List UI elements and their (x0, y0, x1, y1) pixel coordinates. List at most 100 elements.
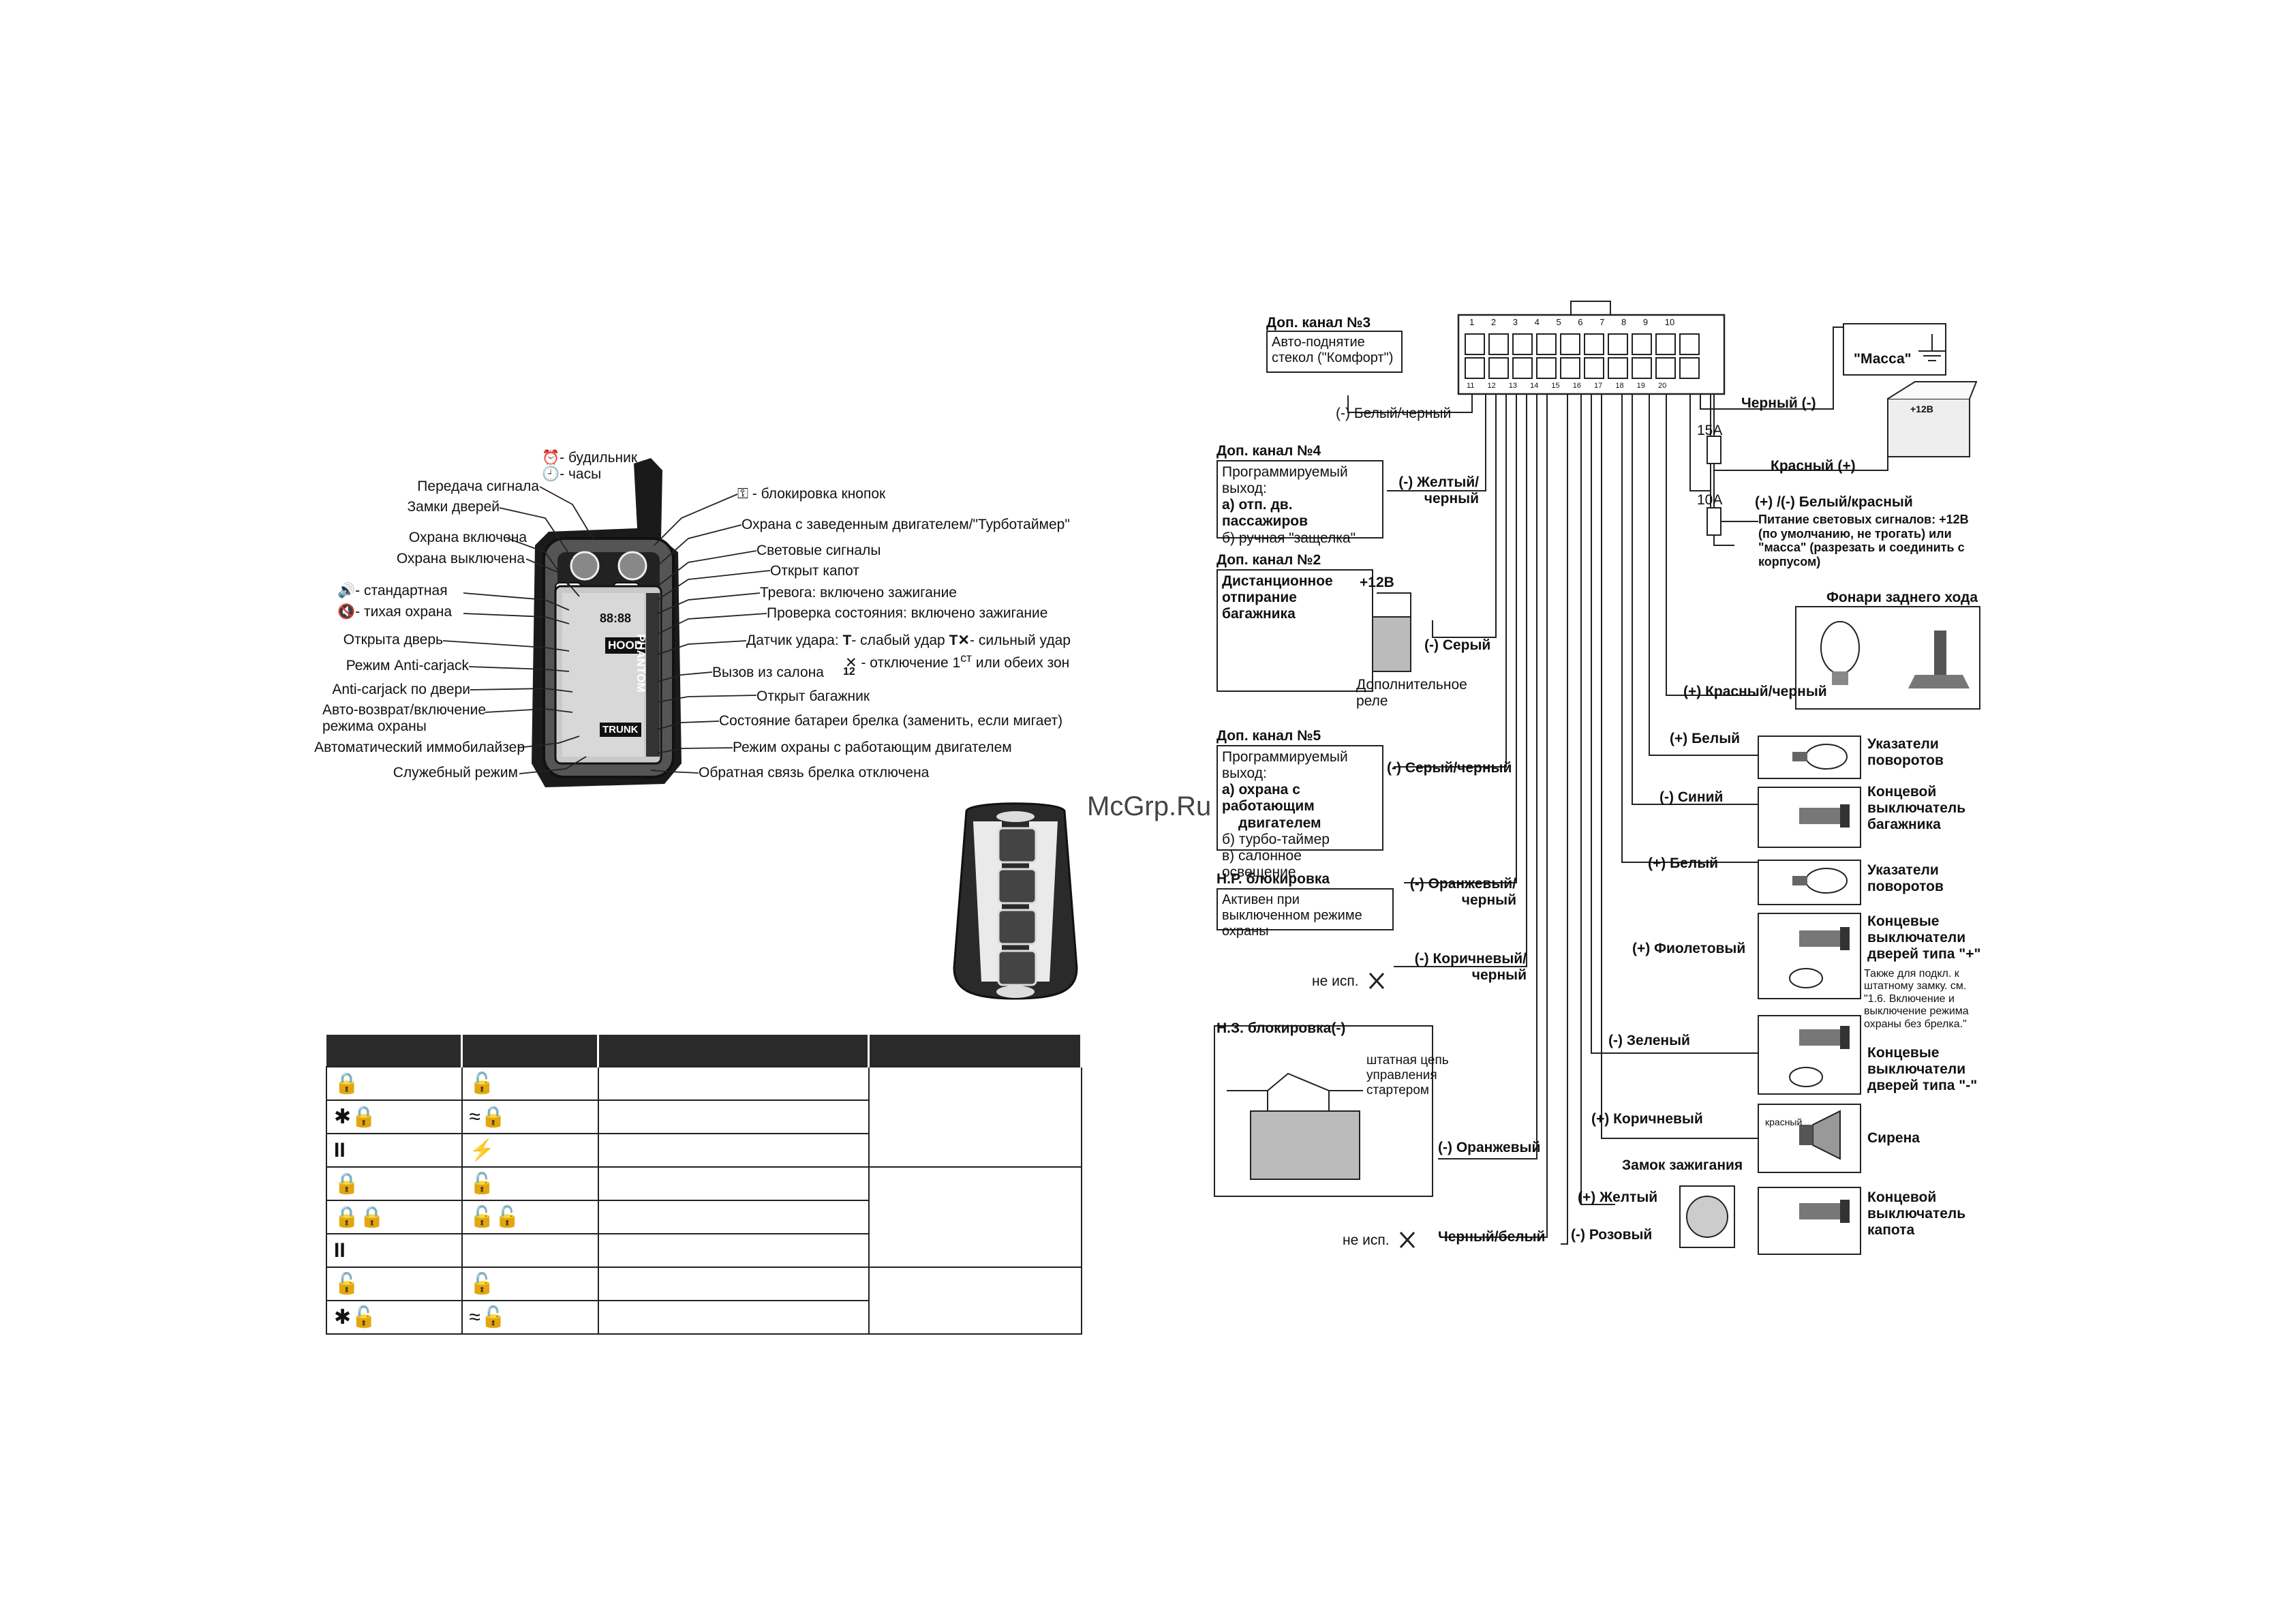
turn-signals-2: Указатели поворотов (1867, 862, 1944, 895)
np-title: Н.Р. блокировка (1216, 871, 1330, 887)
fob-label-button-lock: ⚿ - блокировка кнопок (737, 486, 886, 502)
small-fob-illustration (953, 802, 1078, 1000)
double-lock-outline-icon: 🔓🔓 (461, 1200, 599, 1234)
weak-shock-icon: T (842, 633, 852, 648)
fob-illustration (532, 458, 682, 787)
table-row: 🔒🔒 🔓🔓 (326, 1200, 1082, 1234)
fob-label-status-ign: Проверка состояния: включено зажигание (767, 605, 1048, 621)
lightning-icon: ⚡ (461, 1133, 599, 1168)
fob-label-alarm-clock: ⏰- будильник (542, 450, 638, 466)
mute-speaker-icon: 🔇 (337, 604, 356, 620)
door-switch-minus: Концевые выключатели дверей типа "-" (1867, 1045, 1978, 1094)
strong-shock-icon: T✕ (949, 633, 970, 648)
ch2-box: Дистанционное отпирание багажника (1216, 569, 1373, 692)
ground-label: "Масса" (1854, 351, 1912, 367)
fob-label-lights: Световые сигналы (756, 543, 881, 558)
fob-label-standard: 🔊- стандартная (337, 583, 448, 598)
double-bar-icon: II (326, 1133, 463, 1168)
star-unlock-icon: ✱🔓 (326, 1300, 463, 1335)
door-note: Также для подкл. к штатному замку. см. "… (1864, 968, 1969, 1030)
lock-icon: 🔒 (326, 1066, 463, 1101)
pin-numbers-bottom: 11 12 13 14 15 16 17 18 19 20 (1467, 382, 1667, 390)
not-used-1: не исп. (1312, 973, 1359, 989)
white-wire-1: (+) Белый (1670, 731, 1741, 746)
fob-label-hood-open: Открыт капот (770, 563, 859, 579)
not-used-marks (1368, 972, 1415, 1249)
fob-label-anticarjack-door: Anti-carjack по двери (332, 682, 470, 697)
black-white-wire: Черный/белый (1438, 1229, 1546, 1245)
fuse-10a: 10А (1697, 492, 1723, 508)
fob-label-locks: Замки дверей (407, 499, 500, 515)
pin-numbers-top: 1 2 3 4 5 6 7 8 9 10 (1469, 317, 1675, 327)
double-bar-icon: II (326, 1233, 463, 1268)
fob-label-turbotimer: Охрана с заведенным двигателем/"Турботай… (741, 517, 1070, 532)
brown-wire: (+) Коричневый (1591, 1111, 1703, 1127)
ch2-relay-note: Дополнительное реле (1356, 677, 1467, 710)
ch2-wire: (-) Серый (1424, 637, 1491, 653)
pink-wire: (-) Розовый (1571, 1227, 1653, 1243)
table-row: ✱🔓 ≈🔓 (326, 1300, 1082, 1335)
table-row: 🔒 🔓 (326, 1066, 1082, 1168)
reverse-lights-title: Фонари заднего хода (1826, 590, 1978, 605)
siren-red: красный (1765, 1117, 1803, 1127)
table-header (326, 1035, 1082, 1067)
brown-black-wire: (-) Коричневый/ черный (1414, 951, 1527, 984)
red-wire: Красный (+) (1771, 458, 1856, 474)
fob-screen-trunk: TRUNK (600, 723, 641, 738)
battery (1887, 381, 1978, 457)
violet-wire: (+) Фиолетовый (1632, 941, 1746, 956)
unlock-outline-icon: 🔓 (461, 1266, 599, 1301)
shock-off-icon: ✕ (845, 655, 857, 671)
fuses (1706, 394, 1888, 546)
fuse-15a: 15А (1697, 423, 1723, 438)
double-lock-icon: 🔒🔒 (326, 1200, 463, 1234)
key-icon: ⚿ (737, 486, 748, 502)
turn-signals-1: Указатели поворотов (1867, 736, 1944, 769)
wave-unlock-icon: ≈🔓 (461, 1300, 599, 1335)
fob-label-trunk-open: Открыт багажник (756, 688, 870, 704)
fob-label-cabin-call: Вызов из салона (712, 665, 824, 680)
main-connector (1457, 301, 1726, 395)
table-row: II ⚡ (326, 1133, 1082, 1168)
nz-title: Н.З. блокировка(-) (1216, 1020, 1346, 1036)
white-red-wire: (+) /(-) Белый/красный (1755, 494, 1913, 510)
table-row: ✱🔒 ≈🔒 (326, 1099, 1082, 1134)
fob-label-arm-off: Охрана выключена (396, 551, 525, 566)
np-wire: (-) Оранжевый/ черный (1409, 876, 1516, 909)
table-row: 🔒 🔓 (326, 1166, 1082, 1268)
fob-screen-digits: 88:88 (600, 611, 632, 625)
table-row: 🔓 🔓 (326, 1266, 1082, 1335)
white-wire-2: (+) Белый (1648, 855, 1719, 871)
nz-relay (1214, 1025, 1433, 1197)
ch5-box: Программируемый выход: а) охрана с работ… (1216, 745, 1383, 880)
fob-label-service: Служебный режим (393, 765, 518, 780)
fob-label-battery: Состояние батареи брелка (заменить, если… (719, 713, 1063, 729)
black-wire: Черный (-) (1741, 395, 1816, 411)
fob-label-anticarjack: Режим Anti-carjack (346, 658, 469, 673)
hood-switch: Концевой выключатель капота (1867, 1189, 1966, 1239)
fob-label-shock-off: ✕ - отключение 1ст или обеих зон (845, 651, 1070, 671)
ch3-title: Доп. канал №3 (1266, 315, 1371, 331)
ch2-title: Доп. канал №2 (1216, 552, 1321, 568)
fob-brand: PHANTOM (634, 634, 647, 693)
wave-lock-icon: ≈🔒 (461, 1099, 599, 1134)
speaker-icon: 🔊 (337, 583, 356, 598)
button-table: 🔒 🔓 ✱🔒 ≈🔒 II ⚡ 🔒 🔓 🔒🔒 🔓🔓 II (326, 1035, 1082, 1335)
fob-label-clock: 🕘- часы (542, 466, 602, 482)
alarm-clock-icon: ⏰ (542, 450, 560, 466)
ground-box (1843, 323, 1946, 376)
connector-wires (1347, 327, 1942, 1245)
not-used-2: не исп. (1343, 1232, 1390, 1248)
white-red-note: Питание световых сигналов: +12В (по умол… (1758, 513, 1969, 569)
fob-label-engine-arm: Режим охраны с работающим двигателем (733, 740, 1012, 755)
fob-label-feedback-off: Обратная связь брелка отключена (699, 765, 930, 780)
fob-label-silent: 🔇- тихая охрана (337, 604, 453, 620)
ch3-wire: (-) Белый/черный (1336, 406, 1452, 421)
lock-outline-icon: 🔓 (461, 1066, 599, 1101)
fob-label-shock: Датчик удара: T- слабый удар T✕- сильный… (746, 633, 1071, 648)
ch4-title: Доп. канал №4 (1216, 443, 1321, 459)
fob-label-door-open: Открыта дверь (343, 632, 443, 648)
fob-label-immobilizer: Автоматический иммобилайзер (314, 740, 525, 755)
red-black-wire: (+) Красный/черный (1683, 684, 1827, 699)
